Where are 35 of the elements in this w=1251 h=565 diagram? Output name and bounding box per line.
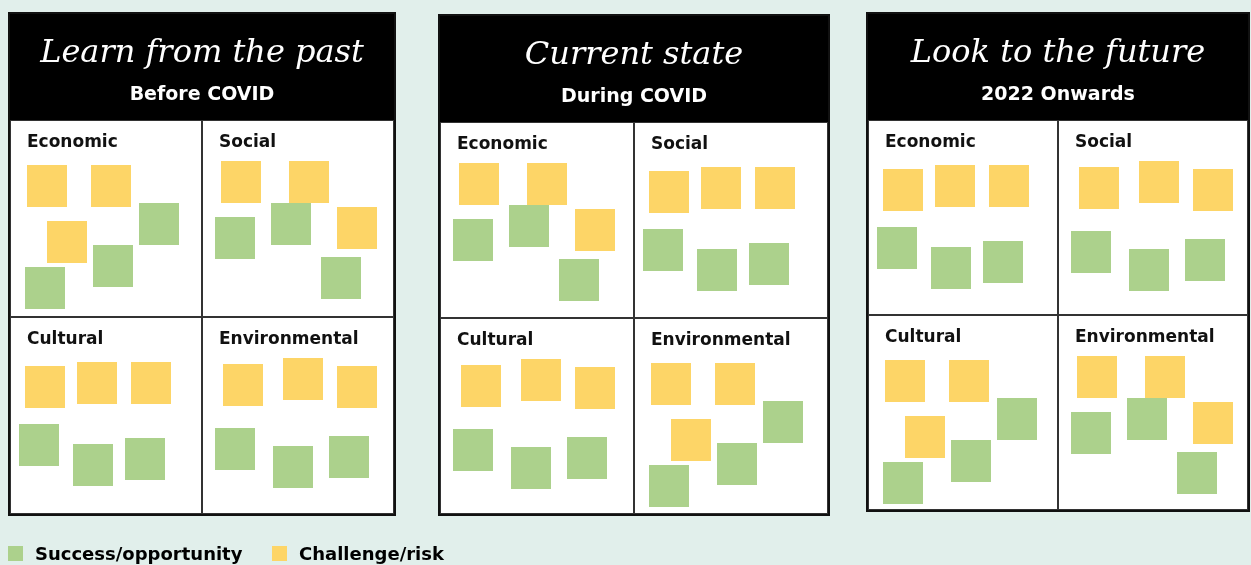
board-panel bbox=[438, 14, 830, 516]
quadrant-label: Social bbox=[1075, 131, 1133, 151]
quadrant-label: Environmental bbox=[1075, 326, 1215, 346]
quadrant-label: Economic bbox=[885, 131, 976, 151]
panel-title: Current state bbox=[523, 34, 745, 72]
panel-title: Look to the future bbox=[909, 32, 1207, 70]
quadrant-label: Social bbox=[219, 131, 277, 151]
quadrant-cell bbox=[868, 120, 1058, 315]
quadrant-cell bbox=[634, 318, 828, 514]
quadrant-cell bbox=[202, 120, 394, 317]
quadrant-cell bbox=[440, 122, 634, 318]
quadrant-label: Economic bbox=[457, 133, 548, 153]
quadrant-label: Cultural bbox=[885, 326, 962, 346]
quadrant-label: Social bbox=[651, 133, 709, 153]
legend-label: Challenge/risk bbox=[299, 542, 444, 564]
quadrant-cell bbox=[634, 122, 828, 318]
quadrant-cell bbox=[10, 120, 202, 317]
quadrant-label: Cultural bbox=[27, 328, 104, 348]
quadrant-cell bbox=[1058, 120, 1248, 315]
panel-title: Learn from the past bbox=[39, 32, 365, 70]
quadrant-cell bbox=[10, 317, 202, 514]
panel-subtitle: 2022 Onwards bbox=[980, 82, 1136, 104]
quadrant-label: Cultural bbox=[457, 329, 534, 349]
quadrant-cell bbox=[1058, 315, 1248, 510]
legend-label: Success/opportunity bbox=[35, 542, 243, 564]
quadrant-label: Environmental bbox=[651, 329, 791, 349]
board-panel bbox=[8, 12, 396, 516]
quadrant-label: Environmental bbox=[219, 328, 359, 348]
panel-subtitle: Before COVID bbox=[128, 82, 276, 104]
panel-subtitle: During COVID bbox=[559, 84, 709, 106]
quadrant-label: Economic bbox=[27, 131, 118, 151]
quadrant-cell bbox=[440, 318, 634, 514]
quadrant-cell bbox=[202, 317, 394, 514]
quadrant-cell bbox=[868, 315, 1058, 510]
board-panel bbox=[866, 12, 1250, 512]
